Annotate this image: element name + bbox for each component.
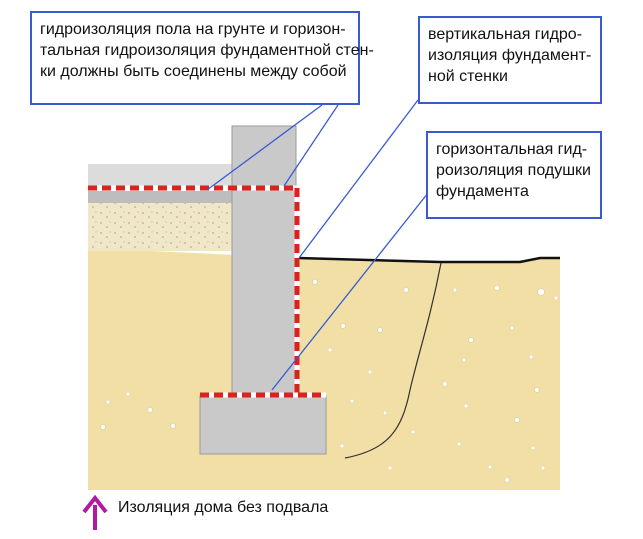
trench-boundary <box>344 262 442 459</box>
gravel-bed <box>88 201 232 251</box>
callout-vertical-wall-waterproofing: вертикальная гидро- изоляция фундамент- … <box>418 16 602 104</box>
callout-vertical-line-2: изоляция фундамент- <box>428 47 592 64</box>
callout-pad-line-1: горизонтальная гид- <box>436 141 588 158</box>
callout-vertical-line-3: ной стенки <box>428 68 508 85</box>
leader-pad <box>271 192 429 391</box>
foundation-wall <box>231 125 297 395</box>
callout-pad-line-2: роизоляция подушки <box>436 162 591 179</box>
floor-slab-base <box>88 191 232 203</box>
ground-surface-line <box>297 256 560 264</box>
callout-floor-line-1: гидроизоляция пола на грунте и горизон- <box>40 21 346 38</box>
callout-floor-wall-connection: гидроизоляция пола на грунте и горизон- … <box>30 11 374 105</box>
floor-slab <box>88 164 232 186</box>
callout-floor-line-3: ки должны быть соединены между собой <box>40 63 347 80</box>
callout-floor-line-2: тальная гидроизоляция фундаментной стен- <box>40 42 374 59</box>
leader-vertical <box>298 99 419 259</box>
leader-floor-a <box>206 104 323 191</box>
leader-floor-b <box>283 104 339 187</box>
callout-pad-waterproofing: горизонтальная гид- роизоляция подушки ф… <box>426 131 602 219</box>
up-arrow-icon <box>82 494 108 530</box>
soil-pebbles <box>100 279 559 483</box>
foundation-pad <box>199 395 327 455</box>
callout-pad-line-3: фундамента <box>436 183 529 200</box>
leader-lines <box>206 99 429 391</box>
callout-vertical-line-1: вертикальная гидро- <box>428 26 583 43</box>
figure-caption: Изоляция дома без подвала <box>118 499 329 516</box>
